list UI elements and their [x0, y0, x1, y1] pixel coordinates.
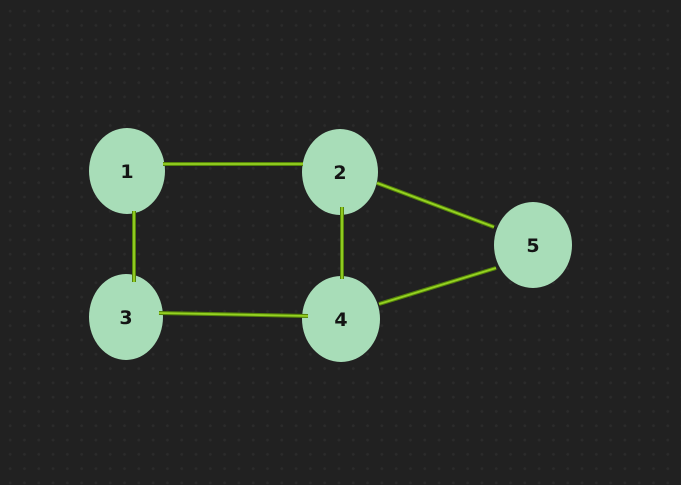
graph-node-label-3: 3 — [119, 307, 132, 329]
graph-node-label-5: 5 — [526, 235, 539, 257]
graph-node-label-1: 1 — [120, 161, 133, 183]
graph-node-1[interactable] — [89, 128, 165, 214]
graph-node-4[interactable] — [302, 276, 380, 362]
graph-node-3[interactable] — [89, 274, 163, 360]
graph-node-2[interactable] — [302, 129, 378, 215]
graph-node-label-2: 2 — [333, 162, 346, 184]
graph-edge-core-4-5 — [378, 267, 497, 305]
label-layer: 1 2 3 4 5 — [119, 161, 539, 331]
graph-edge-core-3-4 — [158, 312, 309, 317]
graph-node-5[interactable] — [494, 202, 572, 288]
graph-edge-core-2-5 — [376, 182, 495, 228]
node-layer — [89, 128, 572, 362]
graph-node-label-4: 4 — [334, 309, 347, 331]
edge-layer — [132, 162, 497, 318]
